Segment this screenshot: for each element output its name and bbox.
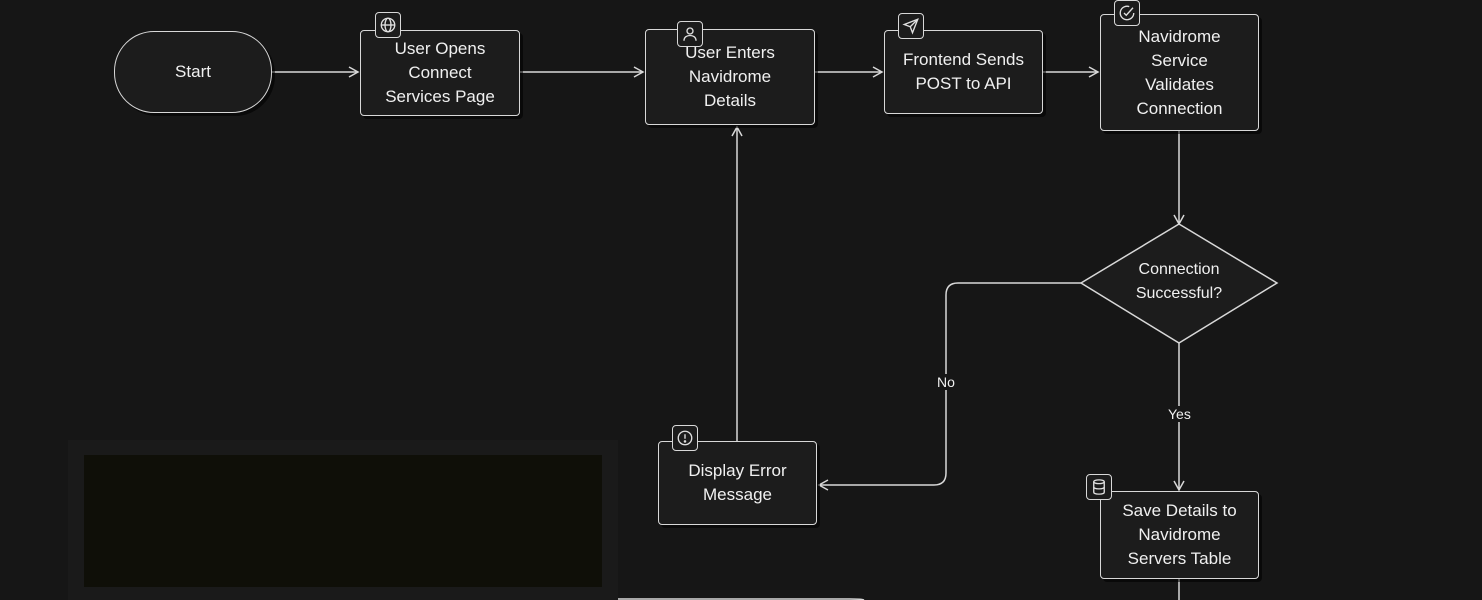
frontend-post-node[interactable]: Frontend Sends POST to API bbox=[884, 30, 1043, 114]
open-page-node[interactable]: User Opens Connect Services Page bbox=[360, 30, 520, 116]
alert-circle-icon bbox=[672, 425, 698, 451]
send-icon bbox=[898, 13, 924, 39]
open-page-node-label: User Opens Connect Services Page bbox=[385, 39, 495, 106]
edge-label-yes: Yes bbox=[1166, 406, 1193, 422]
save-details-node-label: Save Details to Navidrome Servers Table bbox=[1122, 501, 1237, 568]
save-details-node[interactable]: Save Details to Navidrome Servers Table bbox=[1100, 491, 1259, 579]
enter-details-node[interactable]: User Enters Navidrome Details bbox=[645, 29, 815, 125]
start-node-label: Start bbox=[175, 62, 211, 81]
enter-details-node-label: User Enters Navidrome Details bbox=[685, 43, 775, 110]
check-circle-icon bbox=[1114, 0, 1140, 26]
globe-icon bbox=[375, 12, 401, 38]
display-error-node[interactable]: Display Error Message bbox=[658, 441, 817, 525]
decision-diamond-shape bbox=[1079, 223, 1279, 344]
edge-label-no: No bbox=[935, 374, 957, 390]
minimap-viewport bbox=[84, 455, 602, 587]
user-icon bbox=[677, 21, 703, 47]
decision-node[interactable]: Connection Successful? bbox=[1111, 258, 1247, 306]
validate-node[interactable]: Navidrome Service Validates Connection bbox=[1100, 14, 1259, 131]
validate-node-label: Navidrome Service Validates Connection bbox=[1136, 26, 1223, 118]
start-node[interactable]: Start bbox=[114, 31, 272, 113]
decision-node-label: Connection Successful? bbox=[1135, 261, 1223, 302]
display-error-node-label: Display Error Message bbox=[688, 461, 787, 504]
database-icon bbox=[1086, 474, 1112, 500]
frontend-post-node-label: Frontend Sends POST to API bbox=[903, 50, 1024, 93]
